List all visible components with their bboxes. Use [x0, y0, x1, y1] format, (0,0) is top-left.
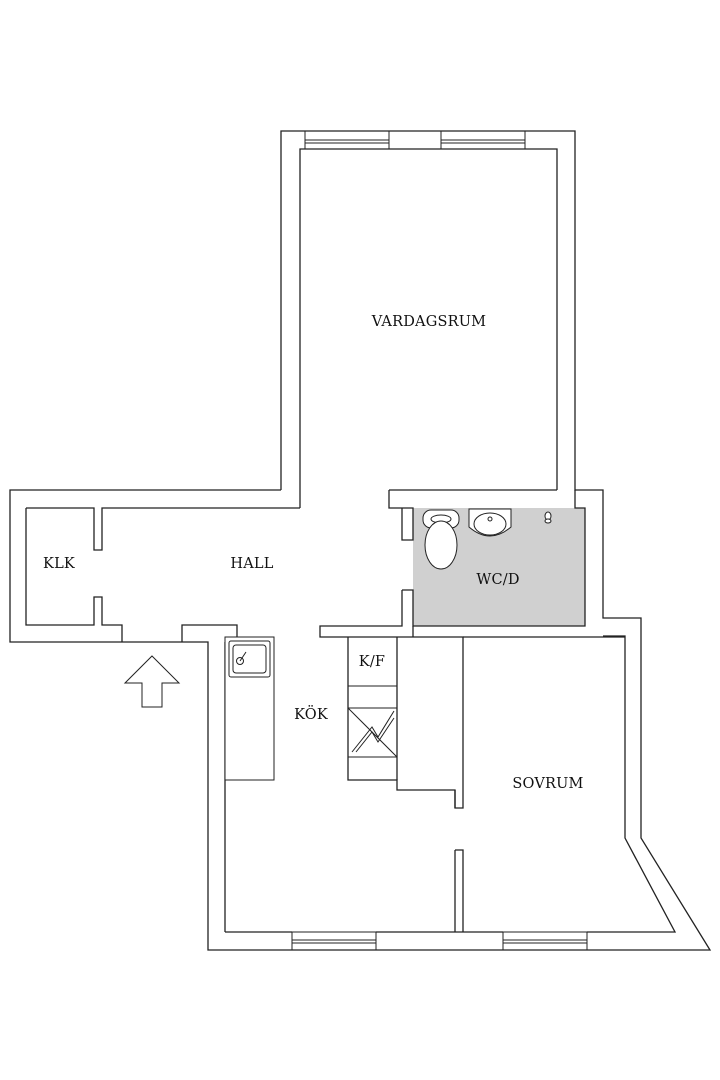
outer-walls [9, 130, 712, 951]
room-label-hall: HALL [230, 556, 273, 572]
room-label-kok: KÖK [294, 705, 329, 723]
entrance-arrow-icon [123, 655, 181, 708]
toilet-icon [422, 509, 460, 570]
fridge-cabinet [347, 685, 398, 758]
room-label-klk: KLK [43, 556, 76, 572]
washbasin-icon [468, 508, 512, 537]
interior-walls [319, 489, 625, 932]
tap-icon [544, 511, 552, 524]
window-icon [440, 130, 526, 150]
sink-icon [228, 640, 271, 678]
window-icon [291, 931, 377, 951]
window-icon [502, 931, 588, 951]
room-label-sovrum: SOVRUM [512, 776, 583, 792]
room-label-wc-d: WC/D [476, 572, 519, 588]
window-icon [304, 130, 390, 150]
room-label-kf: K/F [359, 654, 385, 670]
room-label-vardagsrum: VARDAGSRUM [371, 314, 486, 330]
